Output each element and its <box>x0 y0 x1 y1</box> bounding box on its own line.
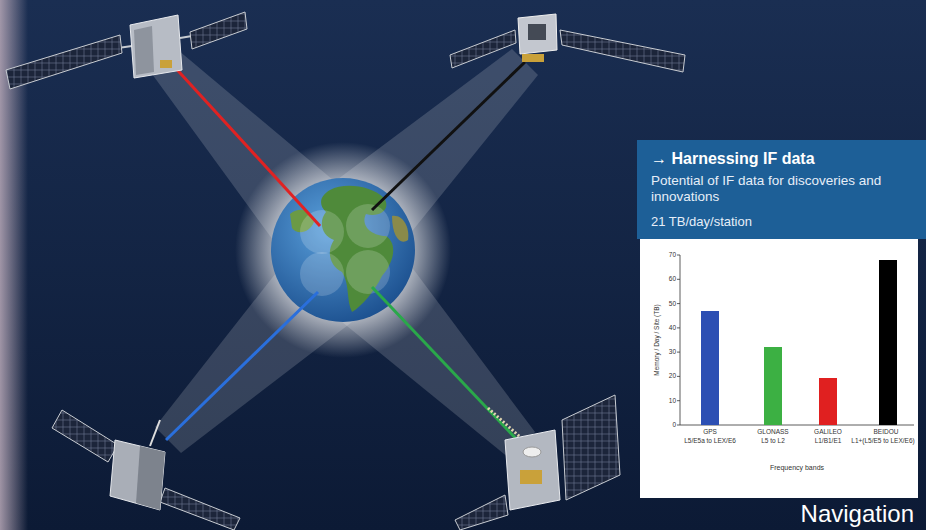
axis-title: Memory / Day / Site (TB) <box>653 304 660 376</box>
gold-foil <box>520 470 542 484</box>
category-label: GALILEO <box>814 428 842 435</box>
section-name: Navigation <box>801 500 914 528</box>
signal-line-black <box>372 62 525 210</box>
beam-spot <box>346 204 390 248</box>
tick-label: 70 <box>669 251 676 258</box>
solar-panel <box>562 395 620 500</box>
bar-glonass <box>764 347 782 425</box>
beam-spot <box>300 252 344 296</box>
category-label: GPS <box>703 428 717 435</box>
info-panel: → Harnessing IF dataPotential of IF data… <box>637 140 926 239</box>
category-label: GLONASS <box>757 428 788 435</box>
antenna <box>522 54 544 62</box>
earth <box>271 178 415 322</box>
satellite-body <box>110 440 165 510</box>
tick-label: 60 <box>669 276 676 283</box>
category-label: BEIDOU <box>874 428 899 435</box>
band-label: L1/B1/E1 <box>815 437 842 444</box>
signal-line-green <box>372 287 522 445</box>
tick-label: 50 <box>669 300 676 307</box>
satellite-body <box>505 430 560 510</box>
band-label: L5 to L2 <box>761 437 785 444</box>
band-label: L5/E5a to LEX/E6 <box>684 437 736 444</box>
solar-panel <box>455 495 508 530</box>
signal-line-red <box>170 62 320 226</box>
y-axis <box>680 255 681 425</box>
antenna-mast <box>150 420 160 446</box>
beam-spot <box>300 210 344 254</box>
satellite-body <box>130 15 182 78</box>
bar-beidou <box>879 260 897 425</box>
panel-figure: 21 TB/day/station <box>651 214 914 230</box>
solar-panel <box>160 488 240 530</box>
earth-glow <box>235 142 451 358</box>
panel-subtitle: Potential of IF data for discoveries and… <box>651 173 914 205</box>
signal-line-blue <box>166 292 318 440</box>
satellite-body <box>518 14 557 54</box>
land-mass <box>392 216 408 242</box>
antenna <box>160 60 172 68</box>
satellite-window <box>528 24 546 40</box>
solar-panel <box>6 35 122 89</box>
beam-spot <box>346 250 390 294</box>
tick-label: 30 <box>669 348 676 355</box>
tick-label: 0 <box>672 421 676 428</box>
solar-panel <box>450 30 516 68</box>
satellite-side <box>136 446 165 510</box>
band-label: L1+(L5/E5 to LEX/E6) <box>851 437 914 444</box>
bar-galileo <box>819 378 837 425</box>
tick-label: 40 <box>669 324 676 331</box>
axis-title: Frequency bands <box>770 464 824 472</box>
bar-gps <box>701 311 719 425</box>
solar-panel <box>560 30 685 72</box>
dish-antenna <box>523 447 541 457</box>
panel-heading: → Harnessing IF data <box>651 149 914 168</box>
solar-panel <box>190 12 247 49</box>
chart-panel <box>640 238 918 498</box>
tick-label: 20 <box>669 373 676 380</box>
tick-label: 10 <box>669 397 676 404</box>
satellite-side <box>134 26 154 75</box>
y-ticks <box>677 255 680 425</box>
solar-panel <box>52 410 118 462</box>
